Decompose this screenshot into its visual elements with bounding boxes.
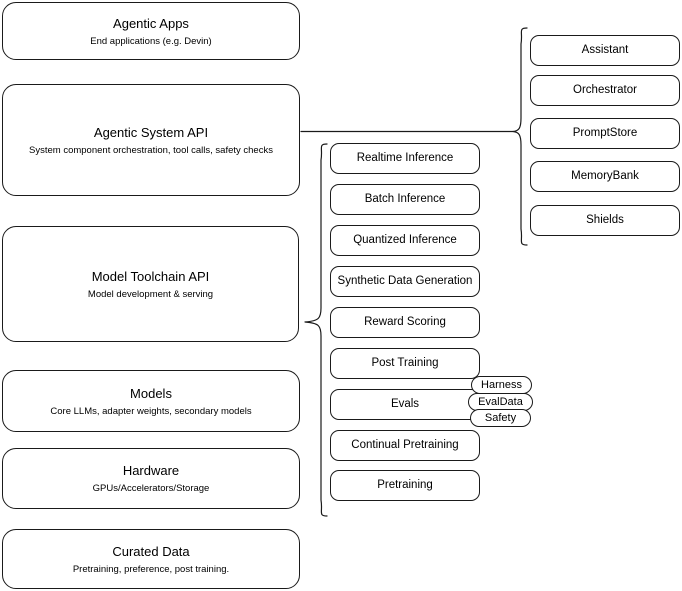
layer-subtitle: End applications (e.g. Devin) bbox=[90, 35, 212, 47]
brace-agentic-system-components bbox=[512, 27, 528, 246]
layer-subtitle: Pretraining, preference, post training. bbox=[72, 563, 230, 575]
agentic-component-shields[interactable]: Shields bbox=[530, 205, 680, 236]
toolchain-item-label: Continual Pretraining bbox=[351, 439, 459, 451]
toolchain-item-realtime-inference[interactable]: Realtime Inference bbox=[330, 143, 480, 174]
agentic-component-label: Assistant bbox=[581, 44, 629, 56]
toolchain-item-batch-inference[interactable]: Batch Inference bbox=[330, 184, 480, 215]
layer-title: Agentic System API bbox=[93, 124, 209, 140]
toolchain-item-label: Reward Scoring bbox=[364, 316, 446, 328]
toolchain-item-continual-pretraining[interactable]: Continual Pretraining bbox=[330, 430, 480, 461]
toolchain-item-label: Evals bbox=[390, 398, 420, 410]
layer-subtitle: System component orchestration, tool cal… bbox=[29, 144, 273, 156]
layer-title: Curated Data bbox=[112, 543, 190, 559]
evals-tag-harness[interactable]: Harness bbox=[471, 376, 532, 394]
agentic-component-memorybank[interactable]: MemoryBank bbox=[530, 161, 680, 192]
agentic-component-label: Shields bbox=[586, 214, 624, 226]
toolchain-item-label: Realtime Inference bbox=[356, 152, 454, 164]
layer-model-toolchain-api[interactable]: Model Toolchain API Model development & … bbox=[2, 226, 299, 342]
layer-curated-data[interactable]: Curated Data Pretraining, preference, po… bbox=[2, 529, 300, 589]
layer-agentic-apps[interactable]: Agentic Apps End applications (e.g. Devi… bbox=[2, 2, 300, 60]
agentic-component-label: MemoryBank bbox=[571, 170, 639, 182]
layer-title: Models bbox=[130, 385, 172, 401]
layer-title: Hardware bbox=[122, 463, 180, 478]
toolchain-item-quantized-inference[interactable]: Quantized Inference bbox=[330, 225, 480, 256]
layer-subtitle: GPUs/Accelerators/Storage bbox=[92, 483, 210, 494]
toolchain-item-pretraining[interactable]: Pretraining bbox=[330, 470, 480, 501]
layer-title: Agentic Apps bbox=[113, 15, 189, 31]
layer-subtitle: Core LLMs, adapter weights, secondary mo… bbox=[50, 405, 252, 417]
layer-agentic-system-api[interactable]: Agentic System API System component orch… bbox=[2, 84, 300, 196]
agentic-component-label: Orchestrator bbox=[573, 84, 637, 96]
layer-models[interactable]: Models Core LLMs, adapter weights, secon… bbox=[2, 370, 300, 432]
toolchain-item-label: Batch Inference bbox=[364, 193, 446, 205]
agentic-component-orchestrator[interactable]: Orchestrator bbox=[530, 75, 680, 106]
toolchain-item-label: Pretraining bbox=[377, 479, 433, 491]
agentic-component-promptstore[interactable]: PromptStore bbox=[530, 118, 680, 149]
evals-tag-label: Harness bbox=[481, 378, 522, 391]
toolchain-item-label: Post Training bbox=[371, 357, 439, 369]
agentic-component-label: PromptStore bbox=[572, 127, 638, 139]
toolchain-item-synthetic-data-generation[interactable]: Synthetic Data Generation bbox=[330, 266, 480, 297]
layer-title: Model Toolchain API bbox=[91, 268, 210, 284]
toolchain-item-label: Synthetic Data Generation bbox=[337, 275, 473, 287]
agentic-component-assistant[interactable]: Assistant bbox=[530, 35, 680, 66]
toolchain-item-post-training[interactable]: Post Training bbox=[330, 348, 480, 379]
evals-tag-label: EvalData bbox=[478, 395, 523, 408]
toolchain-item-label: Quantized Inference bbox=[353, 234, 457, 246]
brace-toolchain-components bbox=[304, 143, 328, 517]
evals-tag-label: Safety bbox=[484, 411, 517, 424]
evals-tag-safety[interactable]: Safety bbox=[470, 409, 531, 427]
toolchain-item-reward-scoring[interactable]: Reward Scoring bbox=[330, 307, 480, 338]
layer-subtitle: Model development & serving bbox=[87, 288, 214, 300]
toolchain-item-evals[interactable]: Evals bbox=[330, 389, 480, 420]
layer-hardware[interactable]: Hardware GPUs/Accelerators/Storage bbox=[2, 448, 300, 509]
